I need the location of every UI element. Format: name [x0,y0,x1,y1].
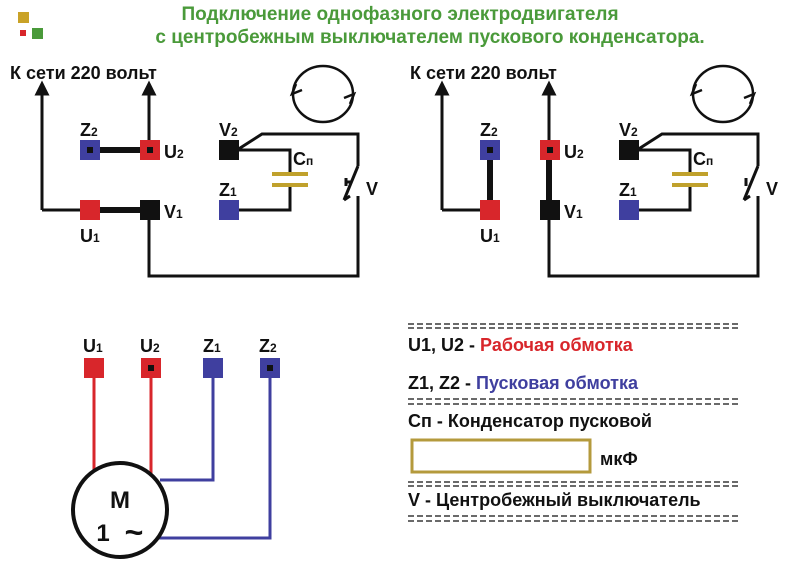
terminal-z1-right [619,200,639,220]
legend-capacitor: Сп - Конденсатор пусковой [408,411,652,431]
legend-switch: V - Центробежный выключатель [408,490,701,510]
terminal-u1-left [80,200,100,220]
label-u2-left: U2 [164,142,184,162]
legend-starting: Z1, Z2 - Пусковая обмотка [408,373,639,393]
terminal-v1-left [140,200,160,220]
legend-working: U1, U2 - Рабочая обмотка [408,335,634,355]
capacitance-input-box [410,438,592,474]
legend: U1, U2 - Рабочая обмотка Z1, Z2 - Пусков… [408,323,740,522]
label-u2-right: U2 [564,142,584,162]
label-u1-right: U1 [480,226,500,246]
label-z2-motor: Z2 [259,336,277,356]
capacitor-icon [672,172,708,187]
label-capacitor-right: Сп [693,149,713,169]
motor-ac-symbol: ~ [125,514,144,550]
label-z1-right: Z1 [619,180,637,200]
rotation-arrows-icon [289,64,357,124]
label-v1-left: V1 [164,202,183,222]
label-z1-motor: Z1 [203,336,221,356]
network-label-right: К сети 220 вольт [410,63,557,83]
terminal-v2-right [619,140,639,160]
label-z2-left: Z2 [80,120,98,140]
centrifugal-switch-icon [342,165,360,208]
label-u1-motor: U1 [83,336,103,356]
terminal-u1-right [480,200,500,220]
terminal-u1-motor [84,358,104,378]
label-u1-left: U1 [80,226,100,246]
label-switch-left: V [366,179,378,199]
terminal-v1-right [540,200,560,220]
schematic-right: К сети 220 вольт Z2 [410,63,778,278]
terminal-z2-left [80,140,100,160]
schematic-left: К сети 220 вольт [10,63,378,278]
motor-letter: M [110,487,130,514]
centrifugal-switch-icon [742,165,760,208]
terminal-z1-motor [203,358,223,378]
title-line-2: с центробежным выключателем пускового ко… [155,27,704,48]
terminal-u2-left [140,140,160,160]
logo-icon [18,12,43,39]
terminal-z1-left [219,200,239,220]
terminal-z2-right [480,140,500,160]
capacitance-unit: мкФ [600,449,638,469]
terminal-u2-right [540,140,560,160]
terminal-v2-left [219,140,239,160]
motor-phase: 1 [96,520,109,547]
label-z1-left: Z1 [219,180,237,200]
motor-icon: M 1 ~ [71,461,169,559]
label-v2-left: V2 [219,120,238,140]
capacitor-icon [272,172,308,187]
label-switch-right: V [766,179,778,199]
label-u2-motor: U2 [140,336,160,356]
label-z2-right: Z2 [480,120,498,140]
label-capacitor-left: Сп [293,149,313,169]
rotation-arrows-icon [689,64,757,124]
label-v2-right: V2 [619,120,638,140]
title-line-1: Подключение однофазного электродвигателя [181,4,618,25]
network-label-left: К сети 220 вольт [10,63,157,83]
label-v1-right: V1 [564,202,583,222]
motor-diagram: U1 U2 Z1 Z2 M 1 ~ [71,336,280,559]
